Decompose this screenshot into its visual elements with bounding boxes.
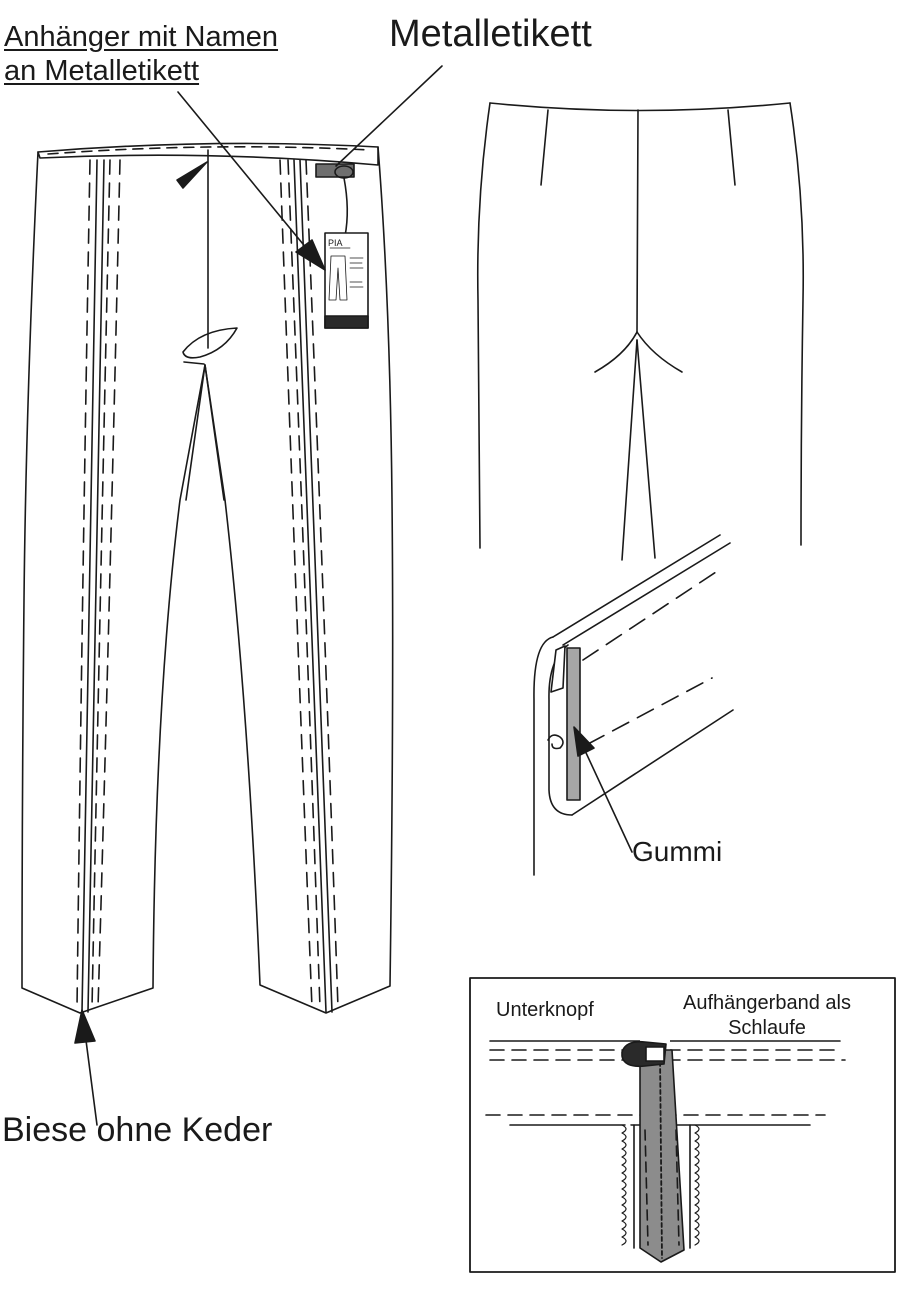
front-waistband-stitch xyxy=(47,146,371,155)
wb-stitch-bottom xyxy=(587,677,713,745)
back-waist-top xyxy=(489,102,791,112)
detail-frame xyxy=(469,977,896,1273)
inseam-left xyxy=(185,364,206,501)
wb-hook xyxy=(547,734,564,750)
pintuck-left-stitch-c xyxy=(76,159,91,1009)
front-trousers xyxy=(21,142,394,1014)
metal-label-text: Metalletikett xyxy=(389,13,592,55)
wb-top-edge-2 xyxy=(562,542,731,646)
back-seat-curve-left xyxy=(594,331,638,373)
elastic xyxy=(566,647,581,801)
hang-tag-brand: PIA xyxy=(328,238,343,248)
pintuck-right-stitch-a xyxy=(287,159,321,1009)
back-trousers xyxy=(476,102,805,561)
center-arrowhead xyxy=(176,161,208,189)
pintuck-right-stitch-b xyxy=(305,159,339,1009)
gummi-label: Gummi xyxy=(632,836,723,867)
back-dart-right xyxy=(727,109,736,186)
pintuck-left-stitch-a xyxy=(91,159,111,1009)
inseam-right xyxy=(204,364,225,501)
pintuck-right-inner xyxy=(299,159,333,1013)
biese-label: Biese ohne Keder xyxy=(2,1111,273,1149)
back-center-seam xyxy=(636,109,639,333)
biese-arrowhead xyxy=(74,1009,96,1044)
zipper-stitch-right xyxy=(675,1129,680,1246)
hang-tag-footer xyxy=(324,315,369,329)
hang-tag-mini-pants xyxy=(328,255,348,301)
wb-fold xyxy=(533,636,554,876)
front-fly xyxy=(182,327,238,365)
zipper-teeth-line xyxy=(659,1054,663,1259)
back-silhouette-left xyxy=(476,102,491,549)
wb-flap xyxy=(550,645,566,693)
zipper-tape xyxy=(639,1049,685,1263)
back-inseam-left xyxy=(621,339,638,561)
zipper-stitch-left xyxy=(644,1129,649,1246)
unterknopf-label: Unterknopf xyxy=(496,999,594,1021)
back-inseam-right xyxy=(636,339,656,559)
pintuck-left-inner xyxy=(81,159,98,1013)
pintuck-left-stitch-b xyxy=(97,159,121,1009)
callouts xyxy=(74,65,633,1126)
zipper-detail xyxy=(469,977,896,1273)
back-seat-curve-right xyxy=(636,331,683,373)
aufhaengerband-label: Aufhängerband als Schlaufe xyxy=(683,992,851,1039)
back-dart-left xyxy=(540,109,549,186)
zipper-slider xyxy=(645,1046,665,1062)
hanger-label-line-2: an Metalletikett xyxy=(4,55,200,87)
pintuck-right-outer xyxy=(293,159,327,1013)
hanger-label: Anhänger mit Namen an Metalletikett xyxy=(4,20,278,88)
waistband-detail xyxy=(533,534,734,876)
hanger-callout-line xyxy=(177,91,313,256)
back-silhouette-right xyxy=(789,102,805,546)
pintuck-right-stitch-c xyxy=(279,159,313,1009)
wb-bottom-edge xyxy=(571,709,734,816)
gummi-callout-line xyxy=(580,741,633,853)
pintuck-left-outer xyxy=(87,159,105,1013)
wb-stitch-top xyxy=(582,571,717,661)
hanger-arrowhead xyxy=(295,239,326,271)
hanger-label-line-1: Anhänger mit Namen xyxy=(4,21,279,53)
tag-string xyxy=(343,177,349,237)
wb-top-edge xyxy=(552,534,721,638)
metal-label-and-tag xyxy=(315,163,369,329)
metal-callout-line xyxy=(335,65,443,167)
front-waistband xyxy=(37,142,379,166)
gummi-arrowhead xyxy=(573,726,595,757)
